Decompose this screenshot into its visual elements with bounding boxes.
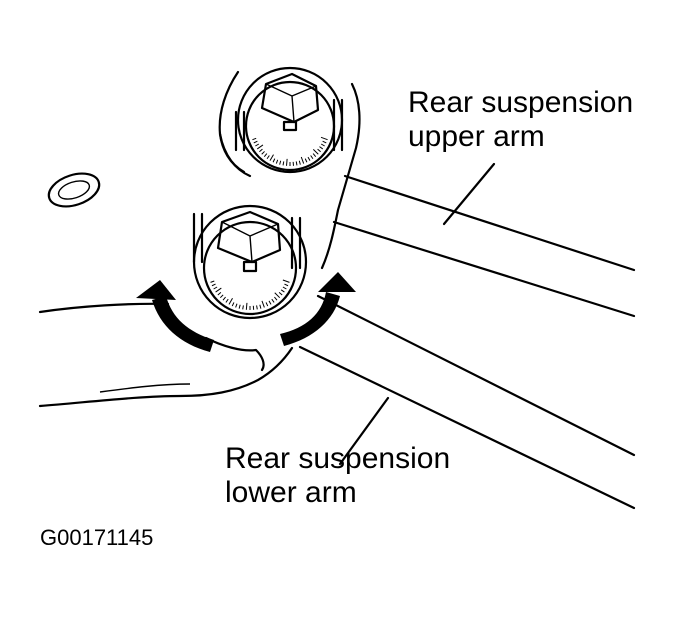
cam-scale-tick: [278, 292, 283, 296]
cam-scale-tick: [255, 143, 260, 147]
cam-scale-tick: [304, 158, 308, 163]
cam-scale-tick: [282, 161, 285, 166]
cam-scale-tick: [322, 140, 327, 144]
cam-scale-tick: [261, 300, 265, 308]
cam-scale-tick: [269, 154, 274, 161]
cam-scale-tick: [238, 304, 241, 309]
cam-scale-tick: [271, 298, 275, 303]
cam-scale-tick: [263, 153, 268, 157]
cam-scale-tick: [282, 279, 290, 283]
cam-scale-tick: [274, 292, 281, 299]
lower-arm-label-line2: lower arm: [225, 476, 357, 509]
lower-bolt: [192, 204, 308, 320]
cam-scale-tick: [235, 303, 238, 308]
cam-scale-tick: [242, 305, 244, 310]
cam-scale-tick: [312, 153, 317, 157]
lower-arm-label-line1: Rear suspension: [225, 442, 451, 475]
cam-scale-tick: [268, 300, 272, 305]
cam-scale-tick: [222, 296, 226, 301]
cam-scale-tick: [210, 280, 215, 283]
cam-scale-tick: [284, 283, 289, 287]
cam-scale-tick: [312, 148, 319, 155]
cam-scale-tick: [274, 296, 278, 301]
cam-scale-tick: [217, 292, 222, 296]
lower-arm: [298, 294, 636, 510]
cam-scale-tick: [300, 156, 305, 164]
cam-scale-tick: [219, 294, 224, 299]
cam-scale-tick: [317, 148, 321, 153]
cam-scale-tick: [295, 161, 298, 166]
cam-scale-tick: [286, 158, 288, 166]
curved-arrow-icon-left: [136, 280, 214, 352]
cam-scale-tick: [261, 151, 265, 155]
leader-lines: [338, 162, 496, 466]
lower-arm-label: Rear suspension lower arm: [225, 442, 450, 510]
cam-scale-tick: [319, 146, 324, 150]
cam-scale-tick: [211, 283, 216, 287]
cam-scale-tick: [266, 155, 270, 160]
upper-arm: [332, 174, 636, 318]
cam-scale-tick: [320, 143, 325, 147]
curved-arrow-icon-right: [280, 272, 356, 346]
cam-scale-tick: [310, 155, 314, 160]
upper-arm-label-line1: Rear suspension: [408, 86, 634, 119]
body-hole: [47, 172, 101, 208]
cam-scale-tick: [228, 298, 233, 305]
upper-arm-label: Rear suspension upper arm: [408, 86, 633, 154]
cam-scale-tick: [259, 148, 263, 153]
bracket: [218, 70, 361, 270]
cam-scale-tick: [252, 137, 257, 141]
upper-bolt: [234, 66, 344, 174]
cam-scale-tick: [225, 298, 229, 303]
cam-scale-tick: [265, 302, 269, 307]
cam-scale-tick: [307, 156, 311, 161]
cam-scale-tick: [280, 289, 285, 293]
upper-arm-label-line2: upper arm: [408, 120, 545, 153]
cam-scale-tick: [256, 305, 258, 310]
cam-scale-tick: [259, 304, 262, 309]
cam-scale-tick: [231, 302, 235, 307]
cam-scale-tick: [215, 287, 222, 293]
cam-scale-tick: [245, 302, 248, 310]
cam-scale-tick: [213, 286, 218, 290]
figure-code: G00171145: [40, 525, 154, 550]
cam-scale-tick: [256, 144, 264, 150]
cam-scale-tick: [275, 159, 279, 164]
cam-scale-tick: [298, 160, 301, 165]
cam-scale-tick: [253, 140, 258, 144]
cam-scale-tick: [272, 158, 276, 163]
cam-scale-tick: [320, 136, 328, 141]
cam-scale-tick: [282, 286, 287, 290]
cam-scale-tick: [279, 160, 282, 165]
